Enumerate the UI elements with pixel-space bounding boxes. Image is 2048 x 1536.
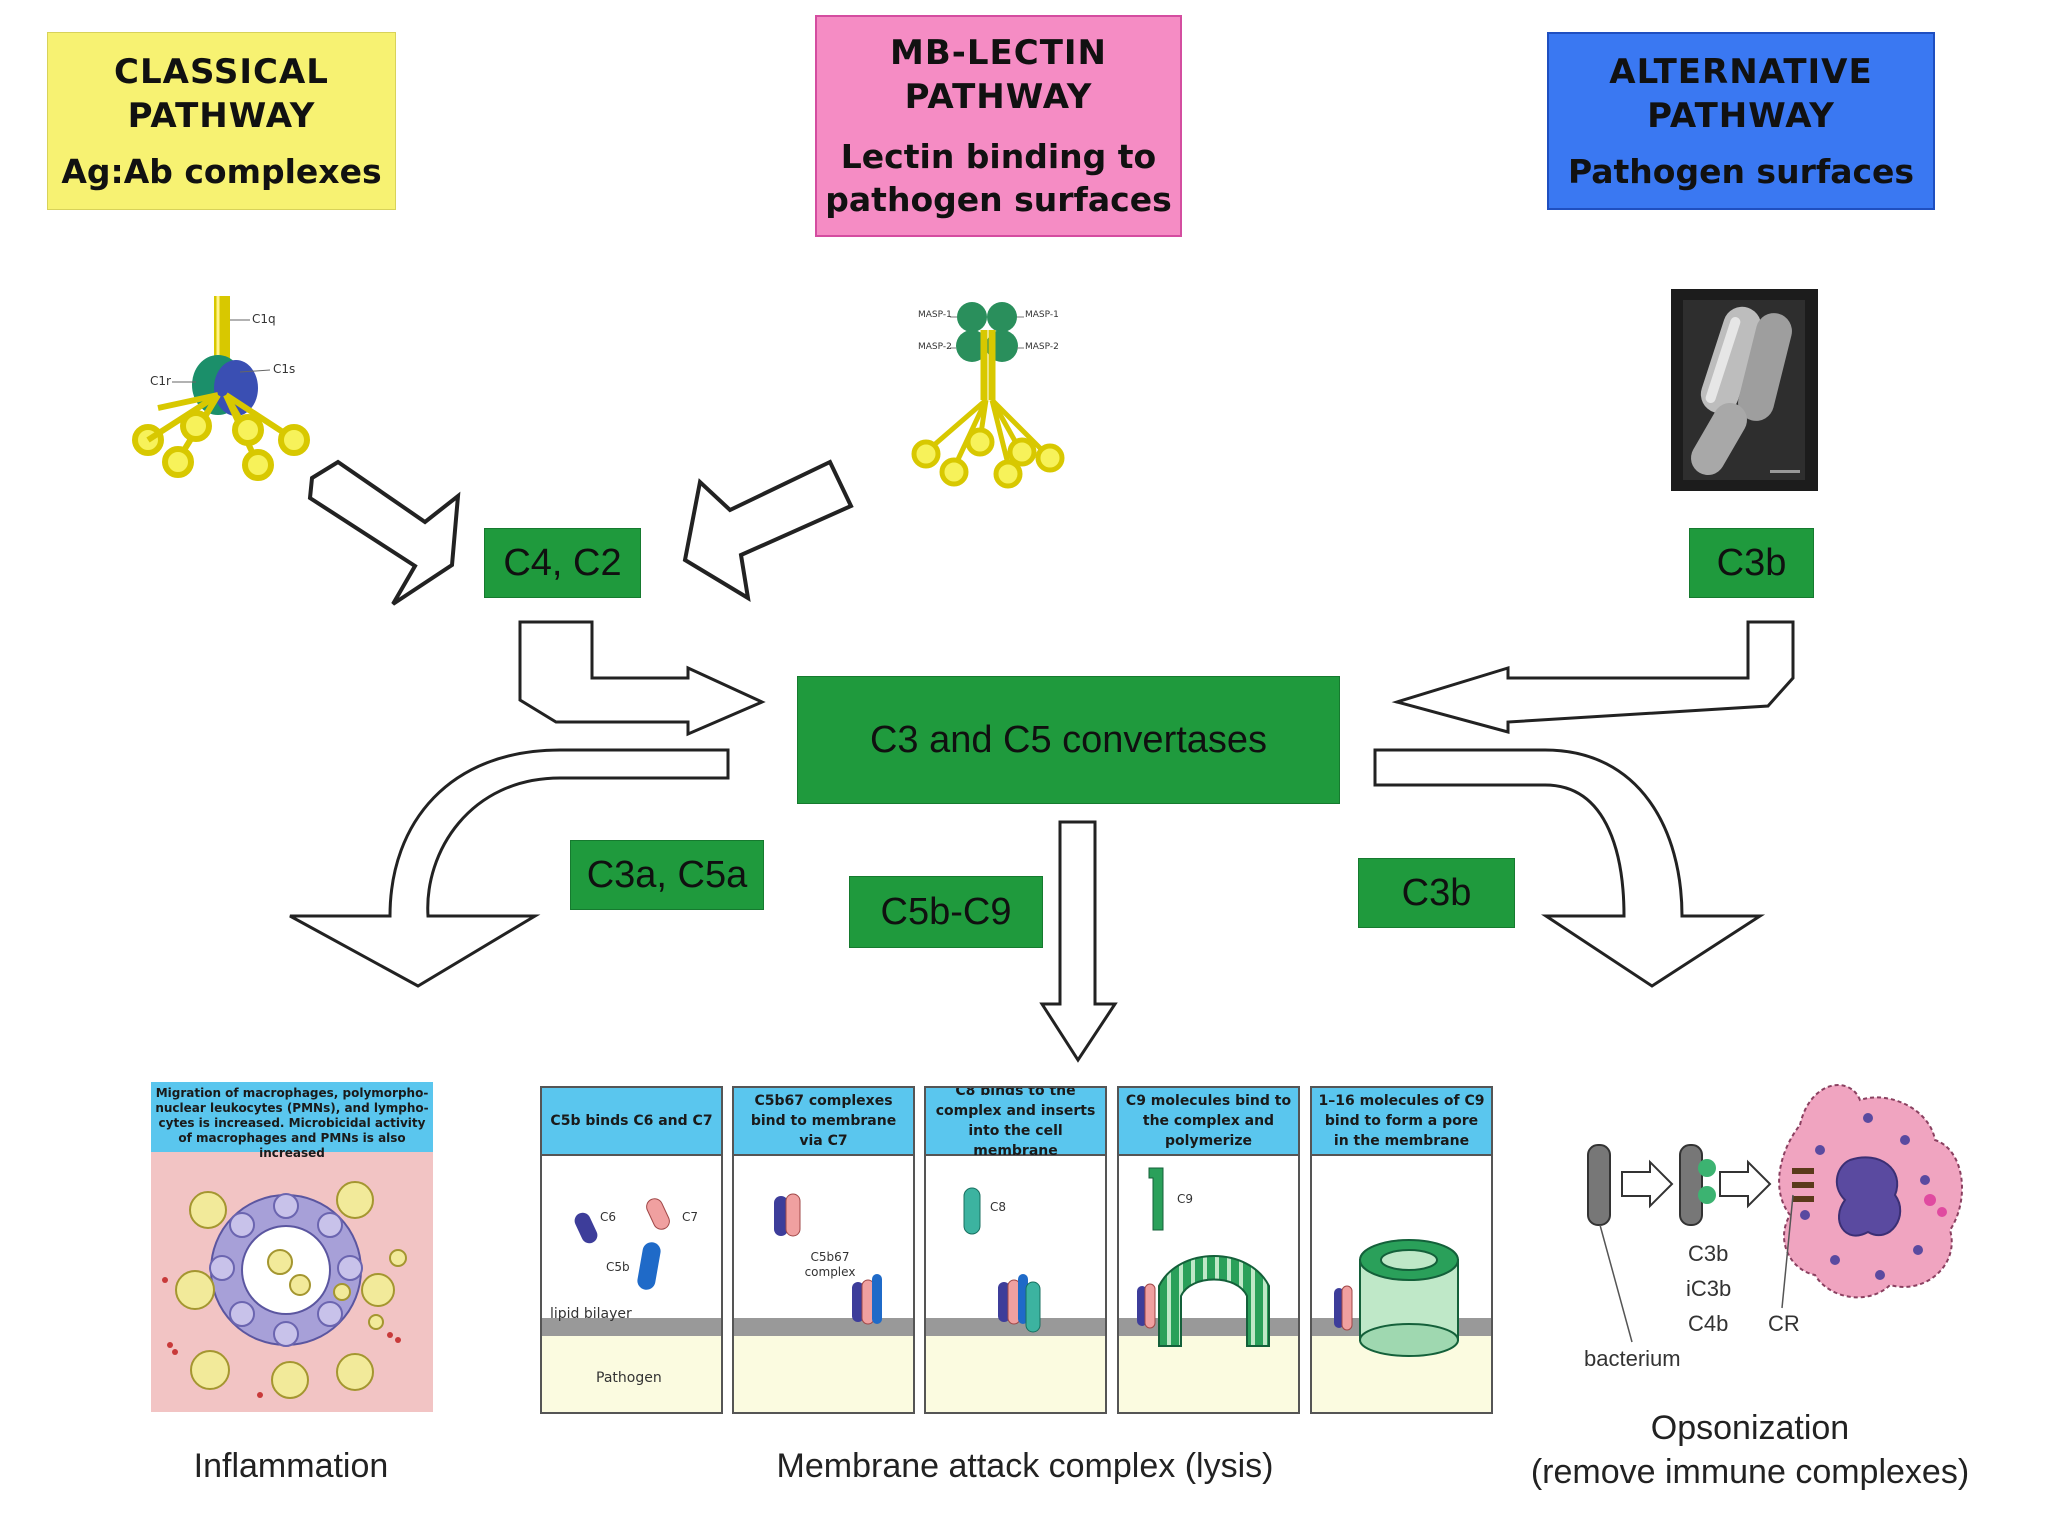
c1s-label: C1s: [273, 362, 296, 376]
mac-step-3-header: C8 binds to the complex and inserts into…: [926, 1088, 1105, 1159]
c9-label: C9: [1177, 1192, 1194, 1206]
mac-step-2: C5b67 complexes bind to membrane via C7 …: [732, 1086, 915, 1414]
c8-label: C8: [990, 1200, 1007, 1214]
classical-pathway-box: CLASSICAL PATHWAY Ag:Ab complexes: [47, 32, 396, 210]
mac-step-1-header: C5b binds C6 and C7: [542, 1088, 721, 1156]
c1-complex-illustration: [132, 296, 310, 481]
c5b-c9-box: C5b-C9: [849, 876, 1043, 948]
c6-label: C6: [600, 1210, 617, 1224]
lectin-trigger-line2: pathogen surfaces: [825, 180, 1172, 219]
opson-c4b-label: C4b: [1688, 1311, 1729, 1336]
c1q-label: C1q: [252, 312, 276, 326]
c3b-opsonin-box: C3b: [1358, 858, 1515, 928]
c4-c2-box: C4, C2: [484, 528, 641, 598]
masp1-left-label: MASP-1: [918, 310, 952, 320]
arrow-classical-to-c4c2: [307, 459, 461, 606]
arrow-lectin-to-c4c2: [682, 459, 854, 602]
opsonization-caption-line1: Opsonization: [1650, 1409, 1850, 1447]
opsonization-caption-line2: (remove immune complexes): [1530, 1453, 1970, 1491]
mac-step-5-art: [1312, 1239, 1491, 1412]
lectin-title-line2: PATHWAY: [904, 77, 1093, 117]
alternative-title-line1: ALTERNATIVE: [1609, 51, 1873, 92]
inflammation-illustration: [151, 1150, 433, 1412]
masp2-left-label: MASP-2: [918, 342, 952, 352]
opson-c3b-label: C3b: [1688, 1241, 1729, 1266]
arrow-convertase-to-opsonization: [1373, 748, 1766, 988]
arrow-convertase-to-inflammation: [289, 748, 730, 988]
c5b67-label: C5b67 complex: [804, 1250, 856, 1279]
classical-trigger: Ag:Ab complexes: [61, 151, 382, 191]
mac-step-1: C5b binds C6 and C7 C6 C7 C5b lipid bila…: [540, 1086, 723, 1414]
mac-step-4-art: [1119, 1167, 1298, 1412]
opson-cr-label: CR: [1768, 1311, 1800, 1336]
alternative-pathway-box: ALTERNATIVE PATHWAY Pathogen surfaces: [1547, 32, 1935, 210]
mac-step-3: C8 binds to the complex and inserts into…: [924, 1086, 1107, 1414]
c5b-label: C5b: [606, 1260, 630, 1274]
mac-step-5-header: 1–16 molecules of C9 bind to form a pore…: [1312, 1088, 1491, 1156]
pathogen-label: Pathogen: [596, 1370, 662, 1386]
mac-step-4-header: C9 molecules bind to the complex and pol…: [1119, 1088, 1298, 1156]
lectin-pathway-box: MB-LECTIN PATHWAY Lectin binding to path…: [815, 15, 1182, 237]
mac-step-3-art: [926, 1187, 1105, 1412]
mac-step-5: 1–16 molecules of C9 bind to form a pore…: [1310, 1086, 1493, 1414]
arrow-c3b-to-convertase: [1391, 620, 1795, 734]
inflammation-caption: Inflammation: [193, 1447, 389, 1485]
lectin-trigger-line1: Lectin binding to: [840, 137, 1157, 176]
bacteria-micrograph: [1671, 289, 1818, 491]
c7-label: C7: [682, 1210, 699, 1224]
mac-step-2-header: C5b67 complexes bind to membrane via C7: [734, 1088, 913, 1156]
masp1-right-label: MASP-1: [1025, 310, 1059, 320]
arrow-convertase-to-mac: [1039, 820, 1118, 1063]
c3b-alternative-box: C3b: [1689, 528, 1814, 598]
classical-title-line1: CLASSICAL: [114, 51, 329, 92]
convertases-box: C3 and C5 convertases: [797, 676, 1340, 804]
alternative-trigger: Pathogen surfaces: [1567, 151, 1915, 191]
mac-step-1-art: [542, 1198, 721, 1412]
arrows: [289, 459, 1795, 1063]
mbl-illustration: [911, 302, 1065, 489]
alternative-title-line2: PATHWAY: [1647, 95, 1835, 136]
opson-bacterium-label: bacterium: [1584, 1346, 1681, 1371]
c3a-c5a-box: C3a, C5a: [570, 840, 764, 910]
classical-title-line2: PATHWAY: [127, 95, 316, 136]
arrow-c4c2-to-convertase: [518, 620, 766, 737]
c1r-label: C1r: [150, 374, 171, 388]
opsonization-illustration: [1587, 1084, 1963, 1343]
mac-step-4: C9 molecules bind to the complex and pol…: [1117, 1086, 1300, 1414]
lipid-bilayer-label: lipid bilayer: [550, 1306, 632, 1322]
inflammation-description: Migration of macrophages, polymorpho-nuc…: [151, 1082, 433, 1160]
mac-step-2-art: [734, 1193, 913, 1412]
masp2-right-label: MASP-2: [1025, 342, 1059, 352]
opson-ic3b-label: iC3b: [1686, 1276, 1732, 1301]
mac-caption: Membrane attack complex (lysis): [776, 1447, 1274, 1485]
lectin-title-line1: MB-LECTIN: [889, 33, 1107, 73]
